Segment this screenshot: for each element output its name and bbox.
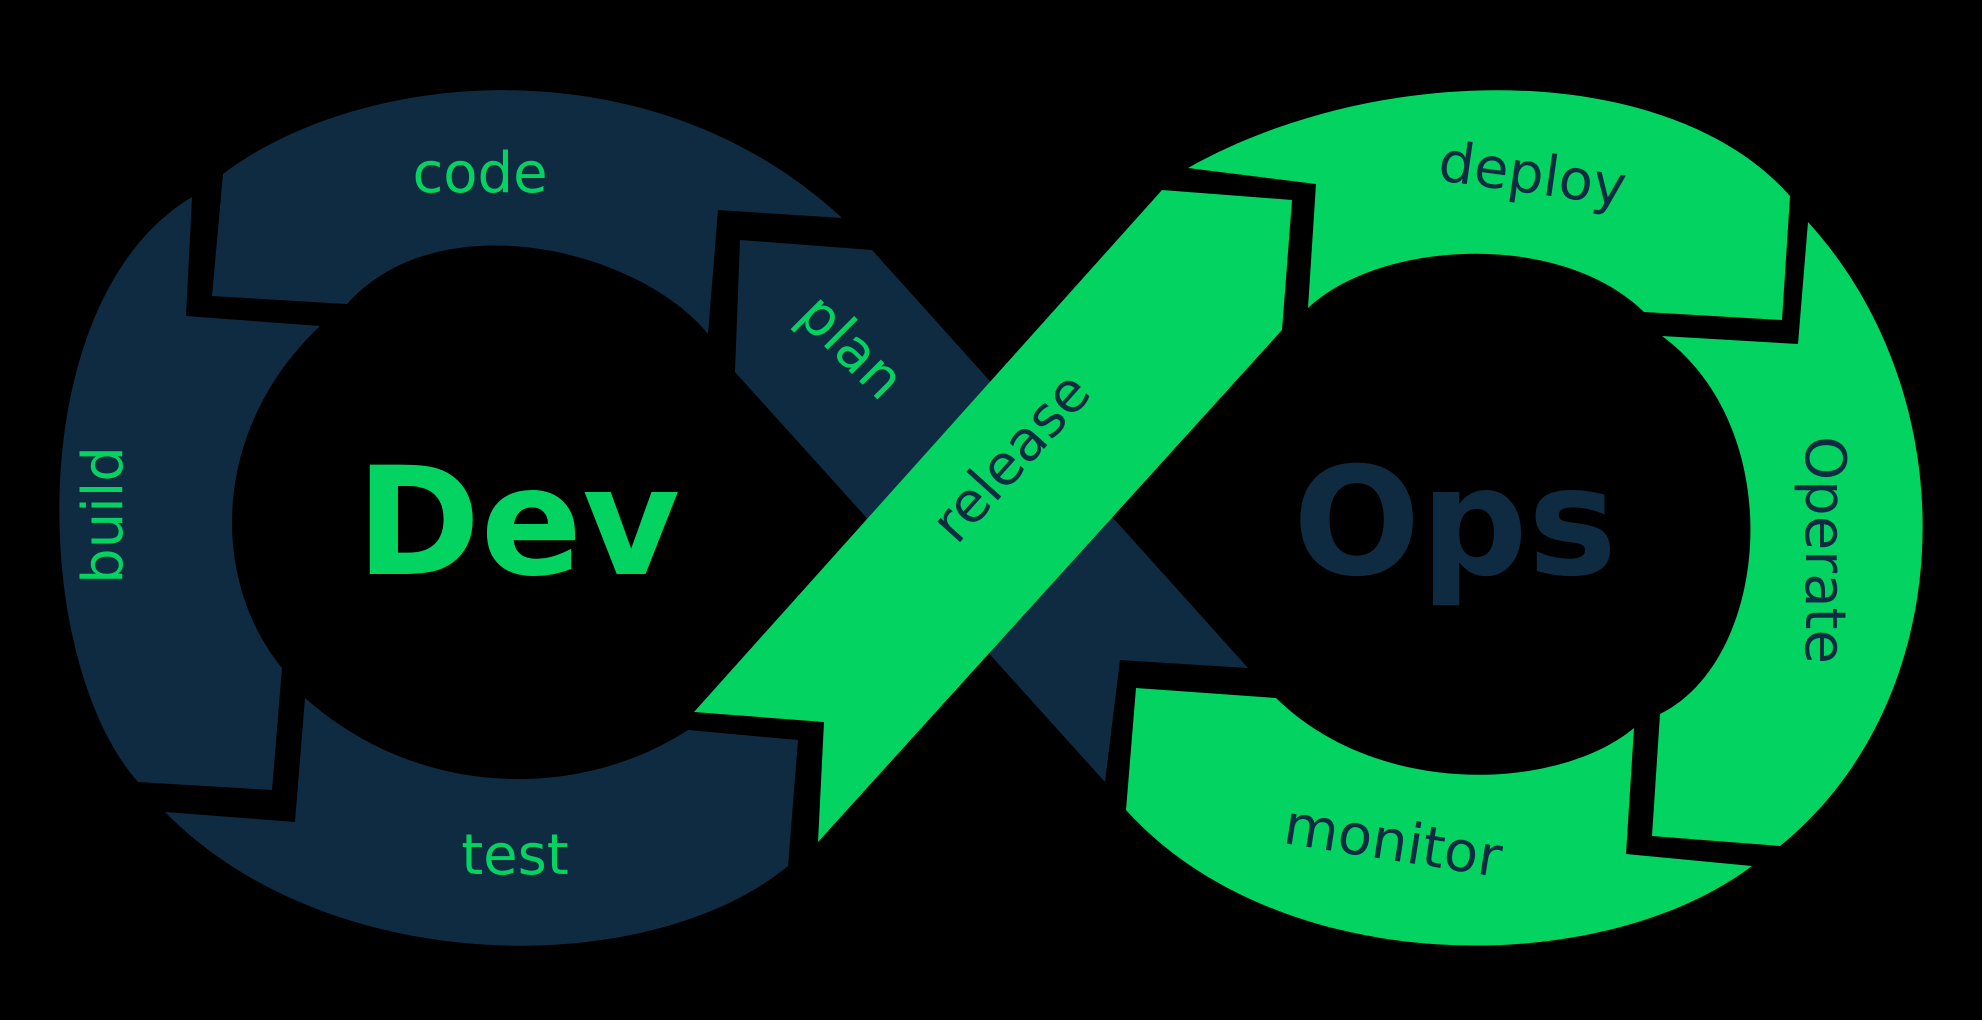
dev-loop [59,90,1248,946]
label-test: test [461,823,569,888]
segment-build [59,197,321,790]
label-code: code [412,141,547,206]
ops-title: Ops [1293,436,1617,610]
segment-operate [1652,222,1923,846]
segment-code [212,90,842,335]
label-build: build [71,446,136,584]
segment-release [694,190,1292,842]
dev-title: Dev [356,436,680,610]
segment-monitor [1126,688,1752,946]
segment-test [165,698,798,946]
segment-deploy [1188,90,1790,320]
ops-loop [694,90,1923,946]
label-operate: Operate [1792,436,1857,664]
